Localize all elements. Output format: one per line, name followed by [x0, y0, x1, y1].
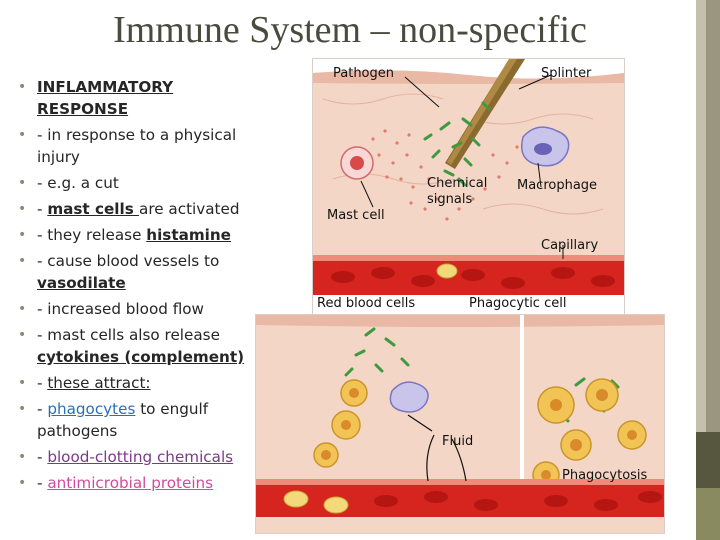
label-phagocytic-cell: Phagocytic cell — [469, 296, 566, 311]
bullet-list: INFLAMMATORY RESPONSE - in response to a… — [18, 76, 258, 498]
splinter-highlight — [447, 59, 517, 165]
bullet-item: INFLAMMATORY RESPONSE — [18, 76, 258, 120]
bullet-text: - they release — [37, 226, 147, 244]
bullet-text: - — [37, 374, 48, 392]
bullet-emphasis: histamine — [146, 226, 231, 244]
phagocytic-cell-shape — [436, 263, 458, 279]
bullet-item: - mast cells are activated — [18, 198, 258, 220]
bullet-item: - in response to a physical injury — [18, 124, 258, 168]
phagocytosis-figure: Fluid Phagocytosis — [255, 314, 665, 534]
capillary-wall — [313, 255, 624, 261]
bullet-item: - these attract: — [18, 372, 258, 394]
decorative-bar-dark — [706, 0, 720, 540]
macrophage-shape — [389, 381, 429, 413]
decorative-square — [696, 432, 720, 488]
bullet-text: - in response to a physical injury — [37, 126, 237, 166]
skin-surface — [313, 70, 624, 84]
fluid-arrows — [407, 414, 467, 482]
phagocytes-in-vessel — [283, 490, 349, 514]
bullet-emphasis: INFLAMMATORY RESPONSE — [37, 78, 174, 118]
bullet-emphasis: vasodilate — [37, 274, 126, 292]
label-pointers — [360, 74, 564, 259]
bullet-text: - — [37, 400, 48, 418]
bullet-text: - increased blood flow — [37, 300, 204, 318]
bullet-text: - — [37, 474, 48, 492]
bullet-text: - mast cells also release — [37, 326, 220, 344]
bullet-emphasis: phagocytes — [47, 400, 136, 418]
label-pathogen: Pathogen — [333, 66, 394, 81]
pathogen-bacteria — [423, 101, 491, 187]
bullet-item: - cause blood vessels to vasodilate — [18, 250, 258, 294]
bullet-emphasis: antimicrobial proteins — [47, 474, 214, 492]
phagocyte-nuclei — [321, 388, 637, 480]
mast-cell-nucleus — [350, 156, 364, 170]
skin-surface — [256, 315, 664, 327]
label-red-blood-cells: Red blood cells — [317, 296, 415, 311]
bullet-emphasis: cytokines (complement) — [37, 348, 245, 366]
bullet-emphasis: these attract: — [47, 374, 151, 392]
bullet-item: - antimicrobial proteins — [18, 472, 258, 494]
bullet-item: - increased blood flow — [18, 298, 258, 320]
bullet-item: - phagocytes to engulf pathogens — [18, 398, 258, 442]
label-capillary: Capillary — [541, 238, 598, 253]
slide-title: Immune System – non-specific — [113, 9, 587, 51]
tissue-area — [313, 70, 624, 259]
inflammation-figure: Pathogen Splinter Chemical signals Macro… — [312, 58, 625, 316]
bullet-item: - mast cells also release cytokines (com… — [18, 324, 258, 368]
macrophage-nucleus — [534, 143, 552, 155]
decorative-square-lower — [696, 488, 720, 540]
red-blood-cells — [374, 491, 662, 511]
bullet-text: - e.g. a cut — [37, 174, 119, 192]
red-blood-cells — [331, 267, 615, 289]
label-splinter: Splinter — [541, 66, 592, 81]
label-signals: signals — [427, 192, 472, 207]
label-fluid: Fluid — [442, 434, 473, 449]
label-strip — [313, 295, 624, 315]
bullet-item: - they release histamine — [18, 224, 258, 246]
label-phagocytosis: Phagocytosis — [562, 468, 648, 483]
bullet-text: - — [37, 448, 48, 466]
blood-vessel — [256, 483, 664, 517]
bullet-text: to engulf pathogens — [37, 400, 209, 440]
label-chemical: Chemical — [427, 176, 487, 191]
bullet-item: - blood-clotting chemicals — [18, 446, 258, 468]
chemical-signals-dots — [369, 129, 519, 221]
lower-tissue — [256, 517, 664, 533]
bullet-text: - cause blood vessels to — [37, 252, 220, 270]
bullet-text: are activated — [139, 200, 240, 218]
bullet-emphasis: mast cells — [47, 200, 140, 218]
label-mast-cell: Mast cell — [327, 208, 385, 223]
bullet-emphasis: blood-clotting chemicals — [47, 448, 234, 466]
bullet-text: - — [37, 200, 48, 218]
label-macrophage: Macrophage — [517, 178, 597, 193]
panel-divider — [520, 315, 524, 533]
vessel-wall — [256, 479, 664, 485]
bullet-item: - e.g. a cut — [18, 172, 258, 194]
